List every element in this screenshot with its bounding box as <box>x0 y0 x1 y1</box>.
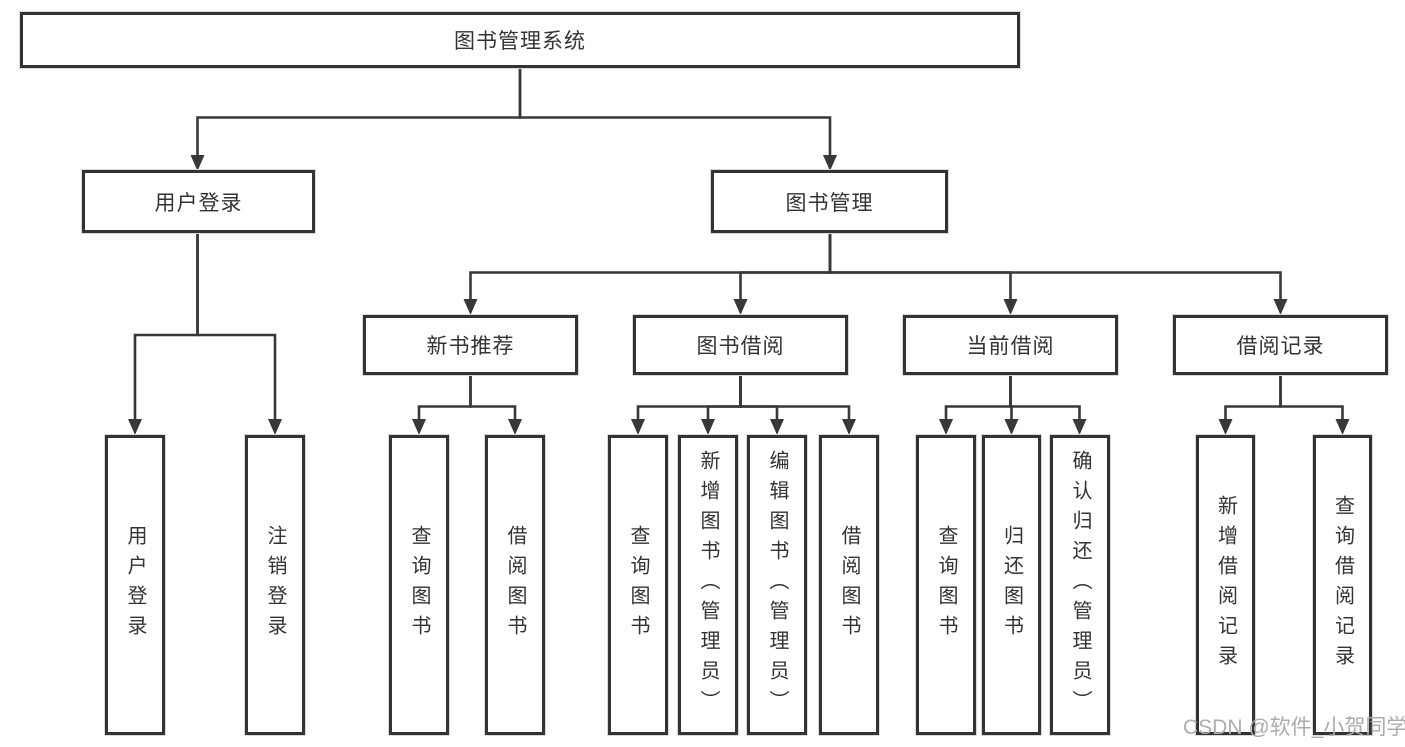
arrowhead <box>1218 419 1233 435</box>
node-book-borrow: 图书借阅 <box>633 315 848 375</box>
leaf-borrow-query-books: 查询图书 <box>608 435 668 735</box>
connector-mgmt-to-borrow <box>739 233 832 299</box>
arrowhead <box>190 155 205 171</box>
arrowhead <box>823 155 837 171</box>
connector-borrow-to-edit <box>739 375 779 419</box>
leaf-borrow-add-books-admin: 新增图书（管理员） <box>678 435 738 735</box>
leaf-recommend-query-books-label: 查询图书 <box>408 525 430 645</box>
leaf-current-confirm-return-admin-label: 确认归还（管理员） <box>1069 450 1091 720</box>
node-book-management-system: 图书管理系统 <box>20 12 1020 68</box>
arrowhead <box>770 419 784 435</box>
connector-borrow-to-borrowbooks <box>739 375 851 419</box>
arrowhead <box>631 419 645 435</box>
arrowhead <box>842 419 856 435</box>
connector-root-to-user-login <box>196 68 522 155</box>
connector-borrow-to-add <box>706 375 742 419</box>
connector-current-to-query <box>944 375 1012 419</box>
connector-recommend-to-borrow <box>469 375 517 419</box>
connector-records-to-add <box>1224 375 1282 419</box>
arrowhead <box>463 299 478 315</box>
node-current-borrow: 当前借阅 <box>903 315 1118 375</box>
leaf-logout-login: 注销登录 <box>245 435 305 735</box>
leaf-current-query-books-label: 查询图书 <box>935 525 957 645</box>
leaf-borrow-add-books-admin-label: 新增图书（管理员） <box>697 450 719 720</box>
leaf-borrow-edit-books-admin-label: 编辑图书（管理员） <box>766 450 788 720</box>
leaf-current-confirm-return-admin: 确认归还（管理员） <box>1050 435 1110 735</box>
leaf-user-login: 用户登录 <box>105 435 165 735</box>
leaf-user-login-label: 用户登录 <box>124 525 146 645</box>
node-book-management: 图书管理 <box>711 170 948 233</box>
leaf-logout-login-label: 注销登录 <box>264 525 286 645</box>
arrowhead <box>1072 419 1087 435</box>
arrowhead <box>1003 299 1018 315</box>
arrowhead <box>508 419 522 435</box>
csdn-watermark: CSDN @软件_小贺同学 <box>1183 716 1405 739</box>
connector-mgmt-to-recommend <box>469 233 832 299</box>
leaf-current-query-books: 查询图书 <box>916 435 976 735</box>
leaf-borrow-edit-books-admin: 编辑图书（管理员） <box>747 435 807 735</box>
leaf-records-add-borrow-record: 新增借阅记录 <box>1196 435 1255 735</box>
leaf-recommend-borrow-books-label: 借阅图书 <box>504 525 526 645</box>
arrowhead <box>1273 299 1288 315</box>
leaf-records-query-borrow-record: 查询借阅记录 <box>1313 435 1372 735</box>
arrowhead <box>1335 419 1350 435</box>
connector-root-to-book-management <box>518 68 832 155</box>
connector-records-to-query <box>1279 375 1344 419</box>
leaf-borrow-borrow-books-label: 借阅图书 <box>838 525 860 645</box>
connector-recommend-to-query <box>417 375 472 419</box>
leaf-recommend-borrow-books: 借阅图书 <box>485 435 545 735</box>
leaf-records-query-borrow-record-label: 查询借阅记录 <box>1331 495 1354 675</box>
arrowhead <box>128 419 142 435</box>
arrowhead <box>939 419 953 435</box>
node-user-login: 用户登录 <box>82 170 315 233</box>
arrowhead <box>412 419 426 435</box>
leaf-borrow-query-books-label: 查询图书 <box>627 525 649 645</box>
node-new-book-recommend: 新书推荐 <box>363 315 578 375</box>
leaf-borrow-borrow-books: 借阅图书 <box>819 435 879 735</box>
node-borrow-records: 借阅记录 <box>1173 315 1388 375</box>
connector-current-to-confirm <box>1009 375 1081 419</box>
leaf-current-return-books: 归还图书 <box>982 435 1041 735</box>
connector-mgmt-to-current <box>828 233 1012 299</box>
connector-borrow-to-query <box>636 375 742 419</box>
arrowhead <box>268 419 282 435</box>
arrowhead <box>733 299 748 315</box>
arrowhead <box>1004 419 1019 435</box>
connector-userlogin-to-logout <box>196 233 277 419</box>
leaf-recommend-query-books: 查询图书 <box>389 435 449 735</box>
connector-mgmt-to-records <box>828 233 1282 299</box>
leaf-current-return-books-label: 归还图书 <box>1000 525 1023 645</box>
arrowhead <box>701 419 715 435</box>
connector-current-to-return <box>1009 375 1013 419</box>
leaf-records-add-borrow-record-label: 新增借阅记录 <box>1214 495 1237 675</box>
connector-userlogin-to-login <box>133 233 199 419</box>
